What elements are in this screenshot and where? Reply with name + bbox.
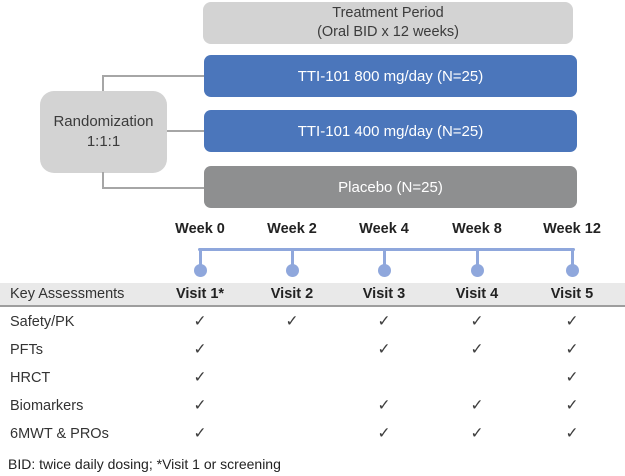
assessments-header-band: Key Assessments Visit 1* Visit 2 Visit 3… bbox=[0, 283, 625, 307]
timeline-dot bbox=[377, 264, 391, 277]
row-label: HRCT bbox=[10, 370, 51, 386]
timeline-bar bbox=[198, 248, 575, 251]
week-label-0: Week 0 bbox=[175, 221, 225, 237]
checkmark-cell bbox=[247, 392, 337, 420]
checkmark-cell: ✓ bbox=[377, 341, 391, 358]
arm-label: TTI-101 800 mg/day (N=25) bbox=[297, 67, 484, 85]
assessment-row-6mwt-pros: 6MWT & PROs ✓ ✓ ✓ ✓ bbox=[0, 420, 625, 448]
week-label-2: Week 2 bbox=[267, 221, 317, 237]
checkmark-cell: ✓ bbox=[565, 313, 579, 330]
checkmark-cell: ✓ bbox=[193, 397, 207, 414]
connector-line bbox=[102, 75, 204, 77]
checkmark-cell: ✓ bbox=[470, 397, 484, 414]
checkmark-cell: ✓ bbox=[193, 313, 207, 330]
checkmark-cell: ✓ bbox=[377, 425, 391, 442]
arm-bar-placebo: Placebo (N=25) bbox=[204, 166, 577, 208]
connector-line bbox=[102, 187, 204, 189]
row-label: Biomarkers bbox=[10, 398, 84, 414]
visit-label-5: Visit 5 bbox=[550, 286, 594, 302]
week-label-12: Week 12 bbox=[543, 221, 601, 237]
checkmark-cell bbox=[247, 364, 337, 392]
checkmark-cell: ✓ bbox=[470, 313, 484, 330]
checkmark-cell: ✓ bbox=[285, 313, 299, 330]
checkmark-cell bbox=[432, 364, 522, 392]
timeline-dot bbox=[285, 264, 299, 277]
row-label: 6MWT & PROs bbox=[10, 426, 109, 442]
randomization-line1: Randomization bbox=[53, 112, 154, 130]
assessment-row-hrct: HRCT ✓ ✓ bbox=[0, 364, 625, 392]
week-label-8: Week 8 bbox=[452, 221, 502, 237]
arm-label: TTI-101 400 mg/day (N=25) bbox=[297, 122, 484, 140]
treatment-period-box: Treatment Period (Oral BID x 12 weeks) bbox=[203, 2, 573, 44]
timeline-dot bbox=[193, 264, 207, 277]
arm-bar-800mg: TTI-101 800 mg/day (N=25) bbox=[204, 55, 577, 97]
connector-line bbox=[102, 75, 104, 91]
checkmark-cell bbox=[247, 336, 337, 364]
connector-line bbox=[167, 130, 204, 132]
timeline-tick bbox=[382, 248, 386, 267]
randomization-line2: 1:1:1 bbox=[86, 133, 121, 150]
week-label-4: Week 4 bbox=[359, 221, 409, 237]
connector-line bbox=[102, 172, 104, 188]
key-assessments-label: Key Assessments bbox=[10, 286, 125, 302]
timeline-dot bbox=[565, 264, 579, 277]
checkmark-cell: ✓ bbox=[377, 313, 391, 330]
randomization-box: Randomization 1:1:1 bbox=[40, 91, 167, 173]
timeline-tick bbox=[570, 248, 574, 267]
visit-label-3: Visit 3 bbox=[362, 286, 406, 302]
timeline-tick bbox=[475, 248, 479, 267]
assessment-row-safety-pk: Safety/PK ✓ ✓ ✓ ✓ ✓ bbox=[0, 308, 625, 336]
visit-label-1: Visit 1* bbox=[175, 286, 225, 302]
arm-bar-400mg: TTI-101 400 mg/day (N=25) bbox=[204, 110, 577, 152]
visit-label-2: Visit 2 bbox=[270, 286, 314, 302]
assessment-row-pfts: PFTs ✓ ✓ ✓ ✓ bbox=[0, 336, 625, 364]
treatment-period-line1: Treatment Period bbox=[332, 4, 444, 21]
assessment-row-biomarkers: Biomarkers ✓ ✓ ✓ ✓ bbox=[0, 392, 625, 420]
checkmark-cell bbox=[339, 364, 429, 392]
checkmark-cell: ✓ bbox=[565, 369, 579, 386]
treatment-period-line2: (Oral BID x 12 weeks) bbox=[317, 24, 459, 40]
checkmark-cell: ✓ bbox=[193, 369, 207, 386]
visit-label-4: Visit 4 bbox=[455, 286, 499, 302]
checkmark-cell: ✓ bbox=[193, 341, 207, 358]
checkmark-cell: ✓ bbox=[377, 397, 391, 414]
checkmark-cell: ✓ bbox=[565, 425, 579, 442]
checkmark-cell: ✓ bbox=[470, 341, 484, 358]
footnote: BID: twice daily dosing; *Visit 1 or scr… bbox=[8, 456, 281, 472]
arm-label: Placebo (N=25) bbox=[338, 178, 443, 196]
timeline-tick bbox=[198, 248, 202, 267]
checkmark-cell: ✓ bbox=[565, 397, 579, 414]
checkmark-cell: ✓ bbox=[565, 341, 579, 358]
row-label: PFTs bbox=[10, 342, 44, 358]
checkmark-cell: ✓ bbox=[193, 425, 207, 442]
timeline-tick bbox=[290, 248, 294, 267]
timeline-dot bbox=[470, 264, 484, 277]
checkmark-cell bbox=[247, 420, 337, 448]
row-label: Safety/PK bbox=[10, 314, 75, 330]
checkmark-cell: ✓ bbox=[470, 425, 484, 442]
